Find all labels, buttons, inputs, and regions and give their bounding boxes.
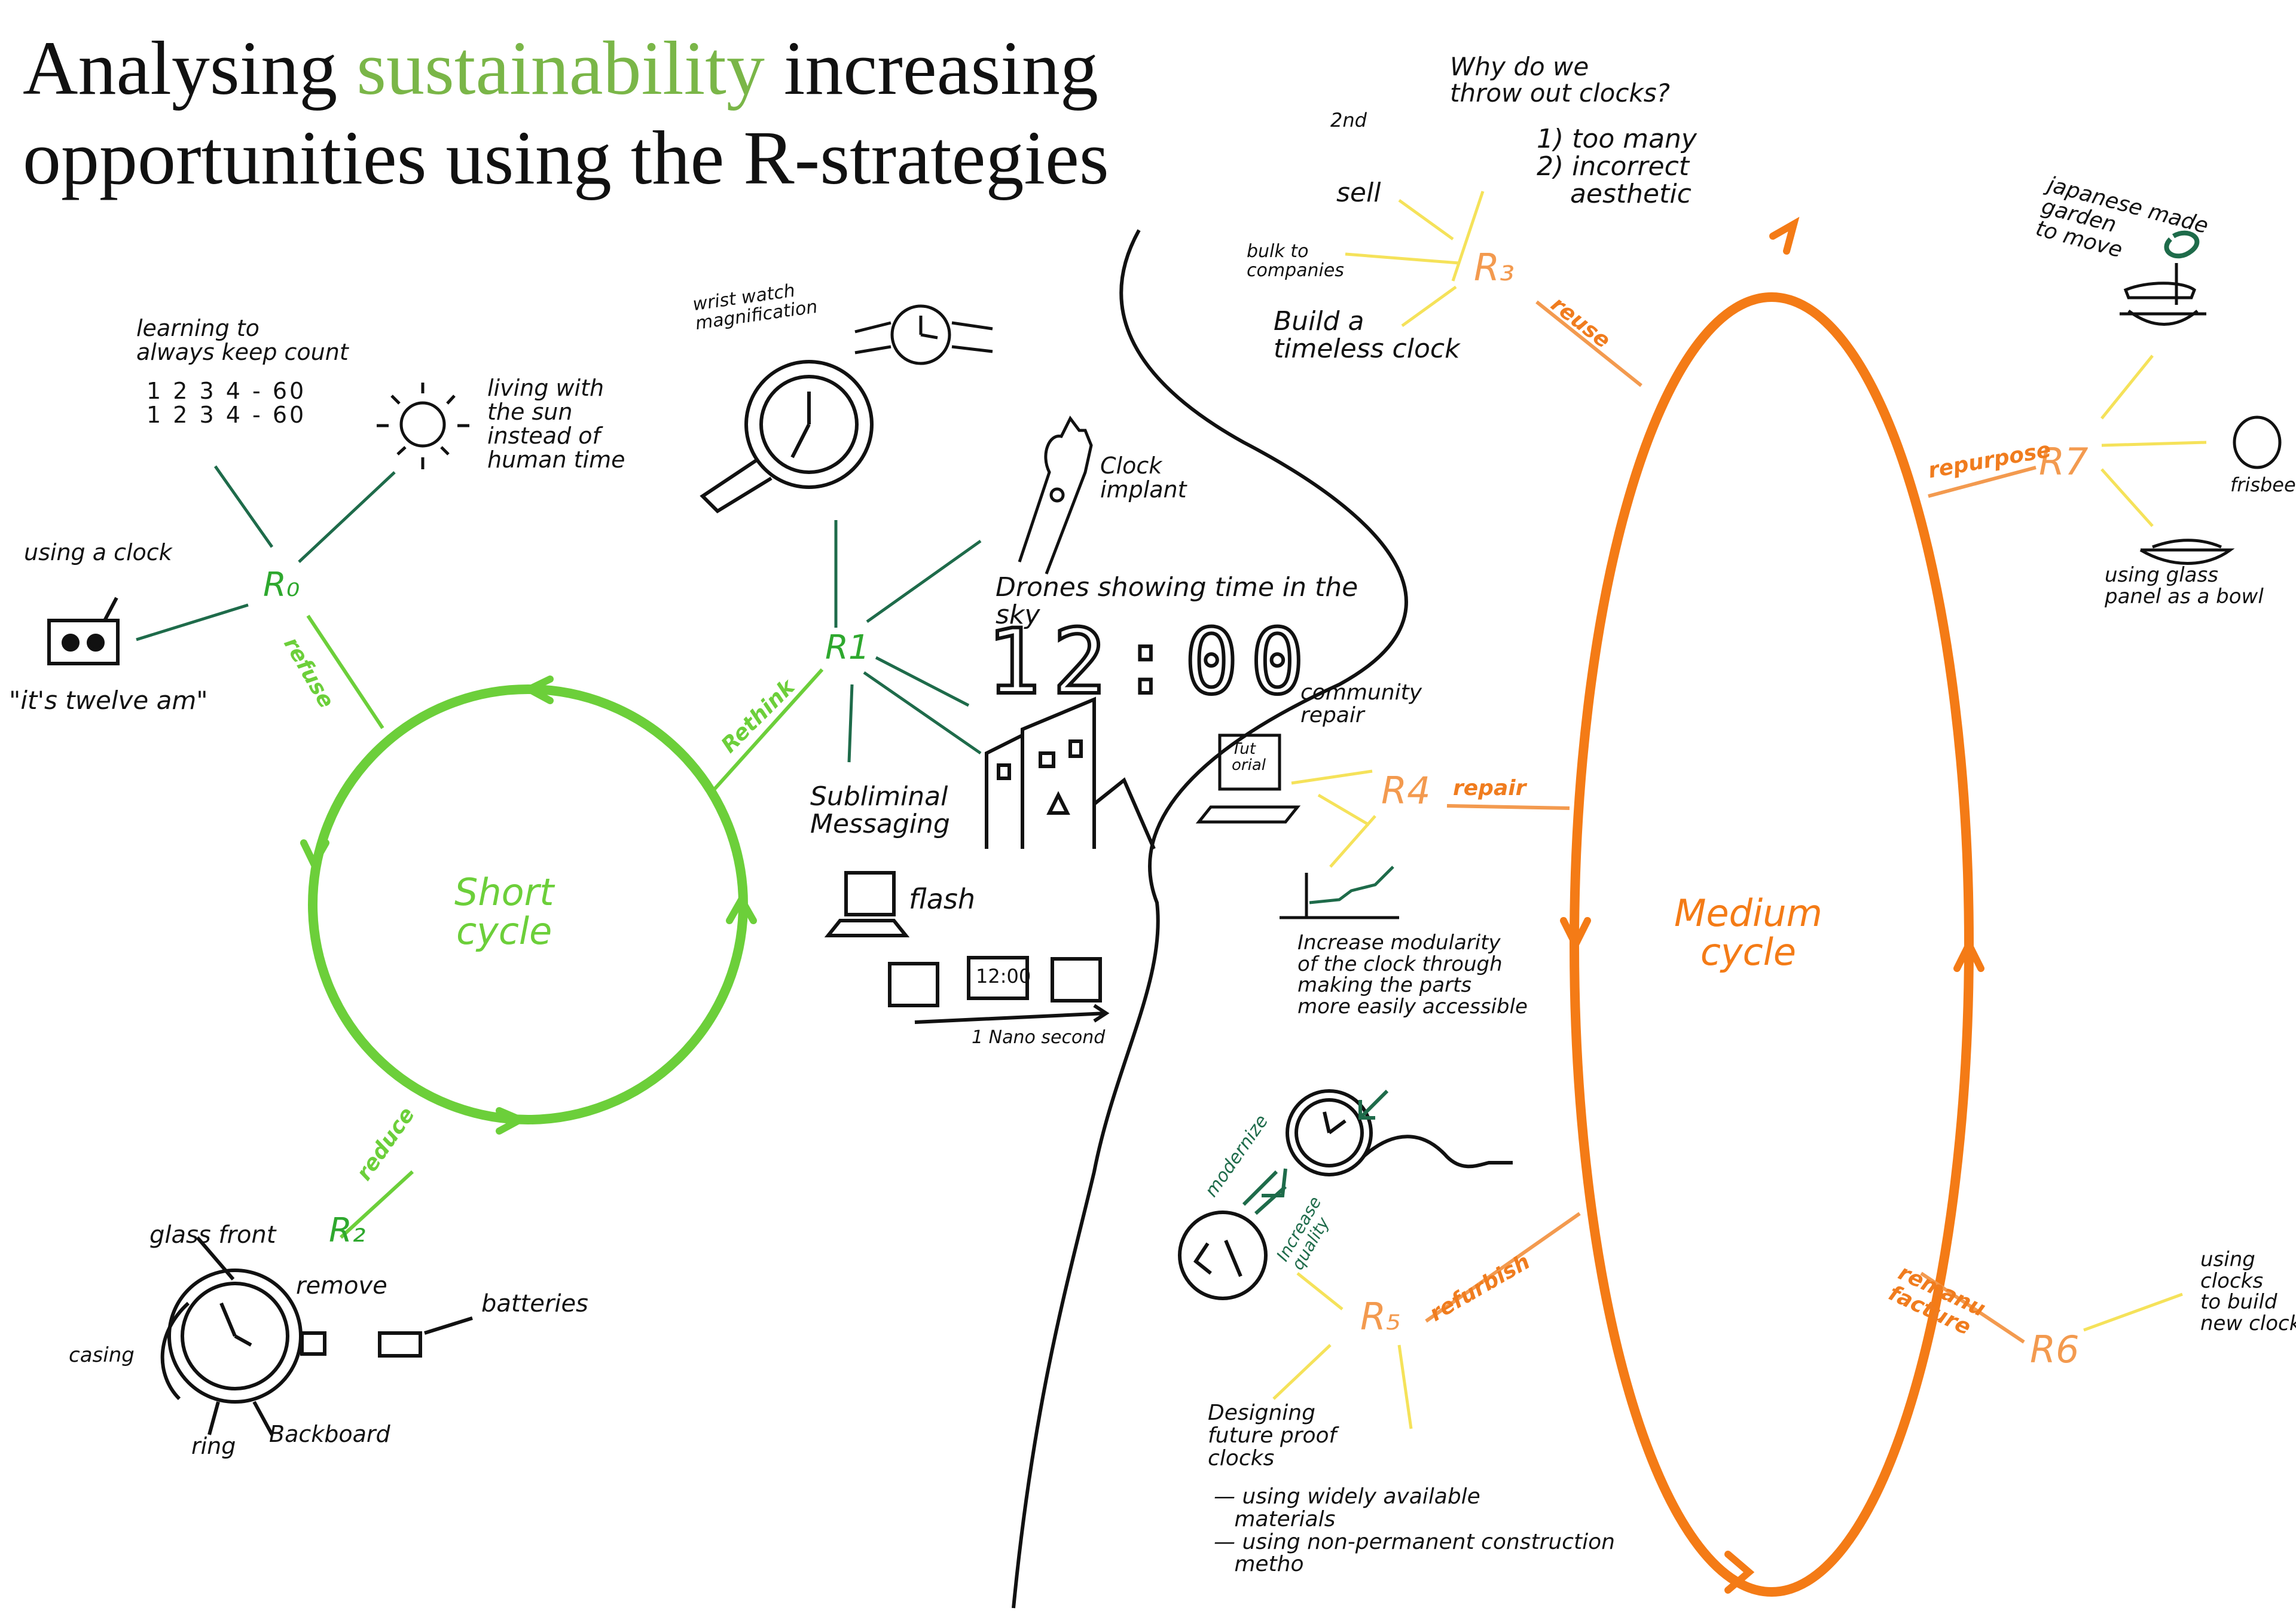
note-glass-front: glass front xyxy=(149,1221,276,1249)
frames-sketch xyxy=(888,956,1110,1024)
clock-parts-sketch xyxy=(160,1236,473,1436)
note-counting: 1 2 3 4 - 60 1 2 3 4 - 60 xyxy=(146,378,307,428)
note-build-new: using clocks to build new clocks xyxy=(2200,1248,2296,1336)
note-sell: sell xyxy=(1336,178,1381,208)
strategy-r7: R7 xyxy=(2039,440,2089,484)
page-title: Analysing sustainability increasing oppo… xyxy=(23,24,1109,203)
note-future-proof: Designing future proof clocks xyxy=(1208,1401,1337,1471)
note-drones: Drones showing time in the sky xyxy=(996,572,1358,631)
note-bulk: bulk to companies xyxy=(1247,241,1344,281)
note-nano-second: 1 Nano second xyxy=(972,1027,1106,1048)
strategy-r4: R4 xyxy=(1381,769,1431,812)
strategy-r3: R₃ xyxy=(1474,246,1515,289)
note-casing: casing xyxy=(69,1343,135,1367)
note-flash: flash xyxy=(909,883,976,915)
drone-clock-display: 12:00 xyxy=(985,610,1317,714)
short-cycle-connectors xyxy=(306,615,824,1239)
note-tutorial: Tut orial xyxy=(1232,740,1266,775)
strategy-r6: R6 xyxy=(2030,1328,2080,1371)
strategy-r5: R₅ xyxy=(1360,1295,1401,1338)
short-cycle-arrows xyxy=(300,676,757,1135)
wrist-watch-sketch xyxy=(854,304,993,365)
note-backboard: Backboard xyxy=(269,1421,390,1447)
medium-cycle-connectors xyxy=(1425,300,2037,1344)
strategy-r0: R₀ xyxy=(263,566,300,604)
strategy-r2: R₂ xyxy=(329,1211,366,1250)
sun-sketch xyxy=(377,383,469,469)
note-sun: living with the sun instead of human tim… xyxy=(487,375,625,473)
note-community-repair: community repair xyxy=(1300,680,1422,728)
note-frisbee: frisbee xyxy=(2230,473,2296,496)
note-ring: ring xyxy=(191,1433,236,1459)
note-batteries: batteries xyxy=(481,1290,588,1318)
note-twelve-am: "it's twelve am" xyxy=(9,686,208,715)
note-remove: remove xyxy=(296,1272,387,1300)
note-using-clock: using a clock xyxy=(24,539,172,566)
medium-cycle-label: Medium cycle xyxy=(1674,891,1822,974)
divider-curve xyxy=(1012,229,1408,1609)
hand-sketch xyxy=(1018,415,1093,574)
frame-time: 12:00 xyxy=(976,965,1031,988)
medium-cycle-arrows xyxy=(1560,216,1984,1594)
title-post: increasing xyxy=(764,26,1098,111)
orange-strategy-branches xyxy=(1272,191,2207,1429)
title-pre: Analysing xyxy=(23,26,357,111)
computer-sketch xyxy=(824,871,910,937)
note-bowl: using glass panel as a bowl xyxy=(2105,563,2264,609)
magnifier-sketch xyxy=(700,360,874,514)
link-repair: repair xyxy=(1453,776,1526,800)
refurbish-clocks-sketch xyxy=(1178,1089,1513,1300)
note-why-throw: Why do we throw out clocks? xyxy=(1450,52,1670,108)
note-clock-implant: Clock implant xyxy=(1100,453,1187,503)
note-construction: — using widely available materials — usi… xyxy=(1214,1484,1615,1577)
strategy-r1: R1 xyxy=(825,628,870,667)
note-keep-count: learning to always keep count xyxy=(136,315,349,365)
note-subliminal: Subliminal Messaging xyxy=(810,781,950,840)
short-cycle-label: Short cycle xyxy=(454,870,554,953)
r0-r1-branches xyxy=(136,465,982,763)
tutorial-sketch xyxy=(1195,733,1301,824)
city-sketch xyxy=(985,696,1156,850)
note-modularity: Increase modularity of the clock through… xyxy=(1297,931,1528,1019)
title-highlight: sustainability xyxy=(356,26,765,111)
repurpose-items-sketch xyxy=(2120,230,2282,565)
title-line2: opportunities using the R-strategies xyxy=(23,115,1109,200)
note-second-hand: 2nd xyxy=(1330,109,1367,132)
note-timeless: Build a timeless clock xyxy=(1274,306,1460,365)
trend-chart-sketch xyxy=(1280,866,1399,919)
note-reasons: 1) too many 2) incorrect aesthetic xyxy=(1537,124,1697,210)
radio-sketch xyxy=(47,597,120,665)
